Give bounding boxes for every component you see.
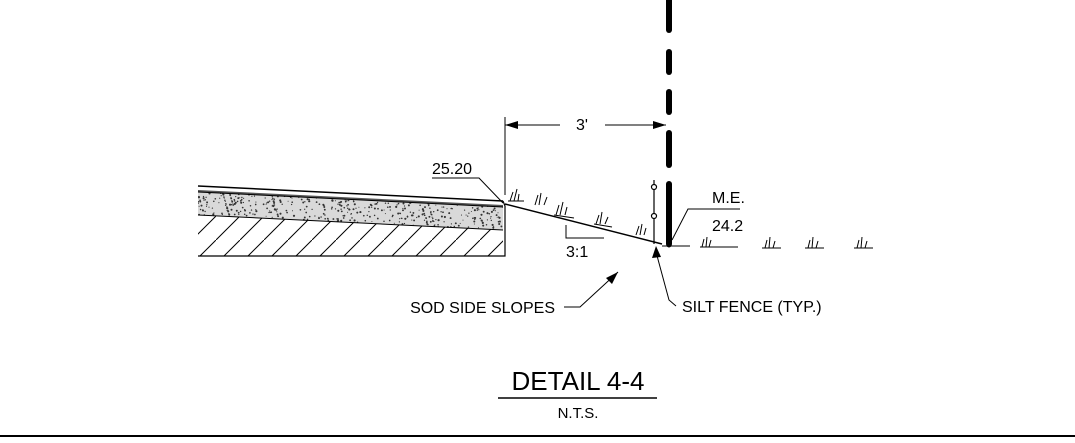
- base-stipple: [198, 192, 504, 229]
- silt-fence-leader: [655, 251, 677, 307]
- me-leader: [671, 208, 712, 241]
- dimension-3ft: [504, 117, 666, 195]
- sod-leader: [564, 271, 619, 308]
- top-elevation-label: 25.20: [432, 161, 472, 178]
- silt-fence: [650, 180, 658, 244]
- top-elevation-leader: [432, 177, 504, 204]
- me-elevation-label: 24.2: [712, 218, 743, 235]
- me-label: M.E.: [712, 190, 745, 207]
- subgrade-layer: [198, 215, 503, 256]
- side-slope-line: [504, 203, 663, 245]
- silt-fence-label: SILT FENCE (TYP.): [682, 299, 822, 316]
- sod-slopes-label: SOD SIDE SLOPES: [410, 300, 555, 317]
- slope-triangle: [565, 225, 604, 239]
- pavement-section: [198, 190, 504, 256]
- slope-ratio-label: 3:1: [566, 244, 588, 261]
- detail-title: DETAIL 4-4: [512, 366, 645, 396]
- dimension-label: 3': [576, 117, 588, 134]
- detail-subtitle: N.T.S.: [558, 405, 599, 422]
- grass-tufts: [508, 188, 873, 249]
